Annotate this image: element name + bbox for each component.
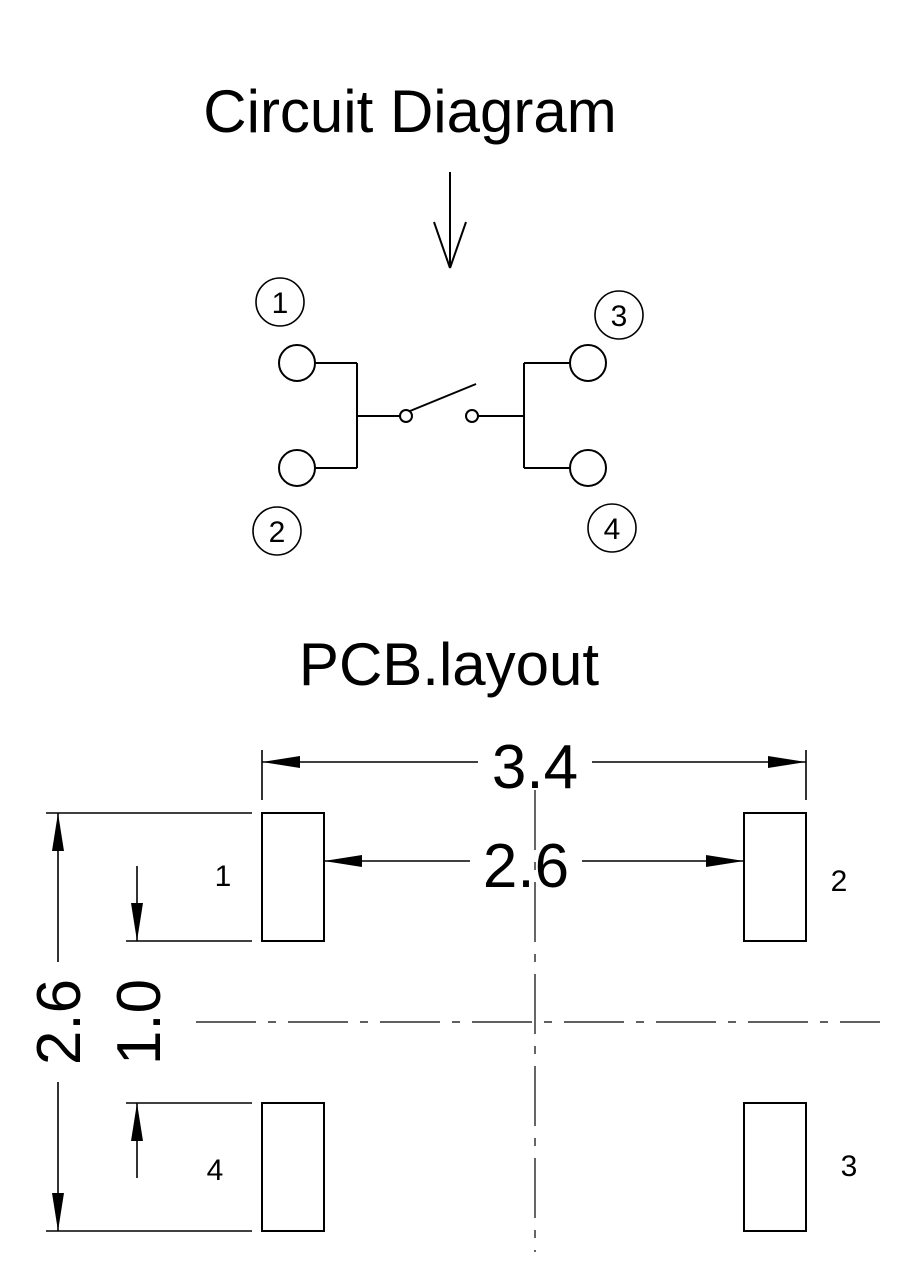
- pin-label-2: 2: [252, 506, 302, 556]
- terminal-3: [569, 344, 607, 382]
- svg-text:1: 1: [272, 287, 289, 320]
- pad-3: [743, 1102, 807, 1232]
- contact-right: [465, 409, 479, 423]
- pad-number-4: 4: [207, 1154, 224, 1187]
- terminal-1: [278, 344, 316, 382]
- pad-number-3: 3: [841, 1150, 858, 1183]
- pin-label-1: 1: [255, 277, 305, 327]
- dimension-overall-height: 2.6: [25, 812, 252, 1232]
- pin-label-3: 3: [594, 290, 644, 340]
- dimension-label-1-0: 1.0: [105, 979, 174, 1065]
- terminal-2: [278, 449, 316, 487]
- actuation-arrow: [433, 172, 467, 269]
- switch-symbol: [278, 344, 607, 487]
- dimension-overall-width: 3.4: [261, 733, 807, 802]
- dimension-label-3-4: 3.4: [492, 733, 578, 802]
- switch-lever: [409, 383, 477, 412]
- terminal-4: [569, 449, 607, 487]
- dimension-label-2-6-vertical: 2.6: [25, 979, 94, 1065]
- pad-2: [743, 812, 807, 942]
- pad-number-1: 1: [215, 860, 232, 893]
- svg-text:3: 3: [611, 300, 628, 333]
- pcb-layout-title: PCB.layout: [299, 631, 599, 698]
- pad-1: [261, 812, 325, 942]
- pad-4: [261, 1102, 325, 1232]
- dimension-label-2-6-horizontal: 2.6: [483, 832, 569, 901]
- dimension-inner-width: 2.6: [324, 832, 744, 901]
- svg-text:2: 2: [269, 516, 286, 549]
- circuit-diagram-title: Circuit Diagram: [203, 78, 616, 145]
- dimension-pad-gap: 1.0: [105, 866, 252, 1178]
- pin-label-4: 4: [587, 503, 637, 553]
- pad-number-2: 2: [831, 865, 848, 898]
- contact-left: [399, 409, 413, 423]
- svg-text:4: 4: [604, 513, 621, 546]
